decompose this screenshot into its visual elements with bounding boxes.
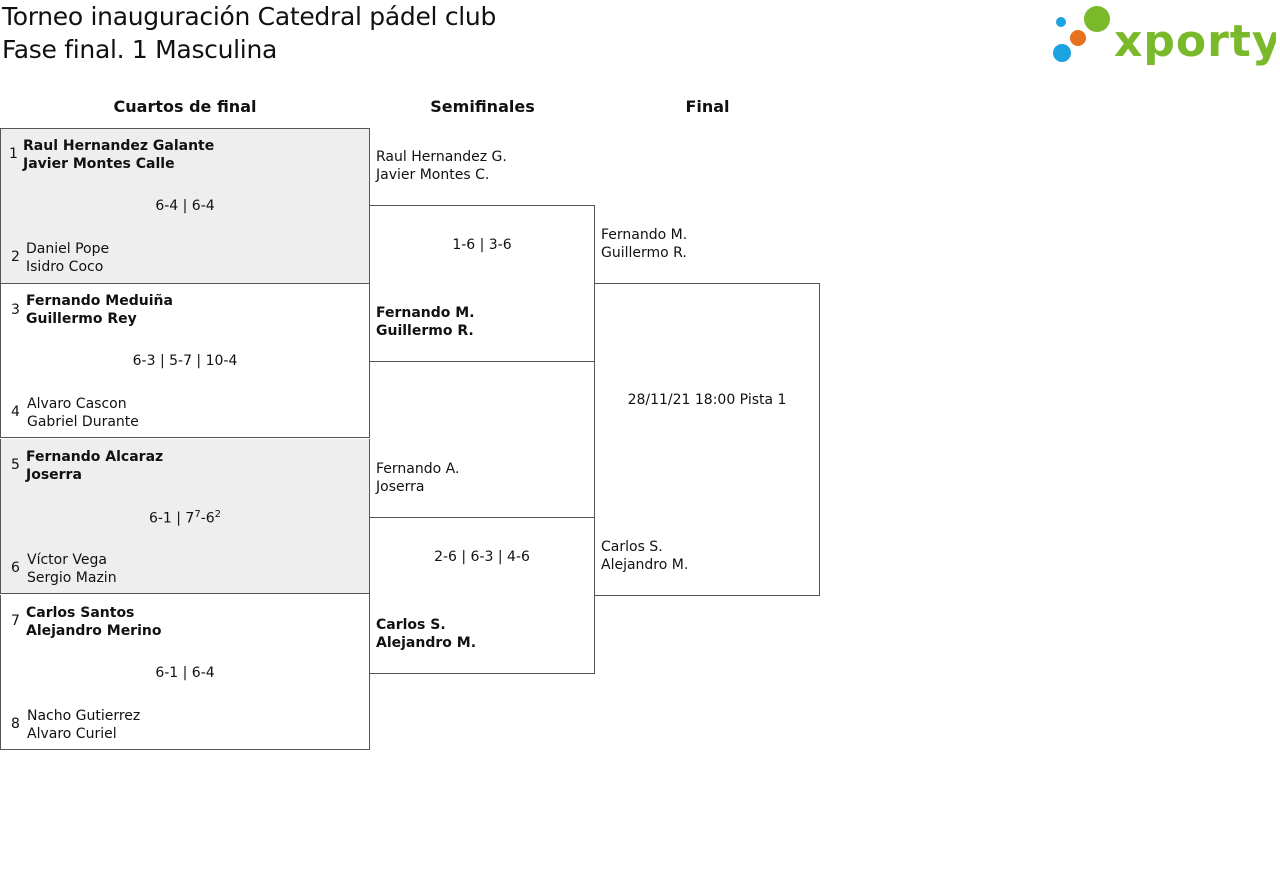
final-match[interactable]: 28/11/21 18:00 Pista 1 Carlos S. Alejand… [594, 283, 820, 596]
match-score: 6-1 | 6-4 [155, 665, 215, 681]
player-name: Daniel Pope [26, 241, 110, 257]
match-score: 2-6 | 6-3 | 4-6 [434, 549, 530, 565]
pair-loser: Víctor Vega Sergio Mazin [27, 551, 117, 587]
seed-number: 6 [11, 560, 20, 576]
pair-winner: Fernando Meduiña Guillermo Rey [26, 292, 173, 328]
quarterfinal-match-4[interactable]: 7 Carlos Santos Alejandro Merino 6-1 | 6… [0, 595, 370, 750]
semifinal-match-1[interactable]: 1-6 | 3-6 Fernando M. Guillermo R. [369, 205, 595, 362]
pair-loser: Nacho Gutierrez Alvaro Curiel [27, 707, 140, 743]
page-subtitle: Fase final. 1 Masculina [2, 35, 278, 64]
pair-loser: Alvaro Cascon Gabriel Durante [27, 395, 139, 431]
player-name: Fernando Alcaraz [26, 449, 164, 465]
seed-number: 4 [11, 404, 20, 420]
round-semifinals: Semifinales [430, 97, 535, 116]
logo-wordmark: xporty [1114, 16, 1276, 67]
semifinal-match-2[interactable]: 2-6 | 6-3 | 4-6 Carlos S. Alejandro M. [369, 517, 595, 674]
page-title: Torneo inauguración Catedral pádel club [2, 2, 497, 31]
seed-number: 7 [11, 613, 20, 629]
player-name: Isidro Coco [26, 259, 104, 275]
player-name: Alvaro Curiel [27, 726, 117, 742]
player-name: Nacho Gutierrez [27, 708, 141, 724]
player-name: Guillermo Rey [26, 311, 137, 327]
player-name: Fernando Meduiña [26, 293, 173, 309]
pair-loser: Daniel Pope Isidro Coco [26, 240, 109, 276]
player-name: Sergio Mazin [27, 570, 117, 586]
player-name: Carlos Santos [26, 605, 135, 621]
round-quarterfinals: Cuartos de final [113, 97, 257, 116]
pair-winner: Fernando M. Guillermo R. [376, 305, 475, 339]
quarterfinal-match-3[interactable]: 5 Fernando Alcaraz Joserra 6-1 | 77-62 6… [0, 439, 370, 594]
match-score: 6-3 | 5-7 | 10-4 [132, 353, 238, 369]
xporty-logo-icon: xporty [1053, 6, 1280, 67]
match-score: 1-6 | 3-6 [452, 237, 512, 253]
pair-winner: Carlos Santos Alejandro Merino [26, 604, 161, 640]
player-name: Alejandro Merino [26, 623, 162, 639]
player-name: Alvaro Cascon [27, 396, 127, 412]
seed-number: 5 [11, 457, 20, 473]
seed-number: 3 [11, 302, 20, 318]
player-name: Víctor Vega [27, 552, 107, 568]
seed-number: 8 [11, 716, 20, 732]
final-top-pair: Fernando M. Guillermo R. [601, 227, 688, 261]
pair-winner: Carlos S. Alejandro M. [376, 617, 477, 651]
pair-winner: Fernando Alcaraz Joserra [26, 448, 163, 484]
seed-number: 2 [11, 249, 20, 265]
seed-number: 1 [9, 146, 18, 162]
player-name: Joserra [26, 467, 82, 483]
match-score: 6-1 | 77-62 [148, 509, 222, 527]
quarterfinal-match-1[interactable]: 1 Raul Hernandez Galante Javier Montes C… [0, 128, 370, 284]
player-name: Gabriel Durante [27, 414, 139, 430]
player-name: Raul Hernandez Galante [23, 138, 215, 154]
match-score: 6-4 | 6-4 [155, 198, 215, 214]
semifinal-1-top-pair: Raul Hernandez G. Javier Montes C. [376, 149, 507, 183]
final-bottom-pair: Carlos S. Alejandro M. [601, 539, 689, 573]
xporty-logo[interactable]: xporty [1050, 4, 1280, 68]
pair-winner: Raul Hernandez Galante Javier Montes Cal… [23, 137, 214, 173]
round-final: Final [685, 97, 730, 116]
match-info: 28/11/21 18:00 Pista 1 [627, 392, 787, 408]
semifinal-2-top-pair: Fernando A. Joserra [376, 461, 460, 495]
quarterfinal-match-2[interactable]: 3 Fernando Meduiña Guillermo Rey 6-3 | 5… [0, 283, 370, 438]
player-name: Javier Montes Calle [23, 156, 175, 172]
